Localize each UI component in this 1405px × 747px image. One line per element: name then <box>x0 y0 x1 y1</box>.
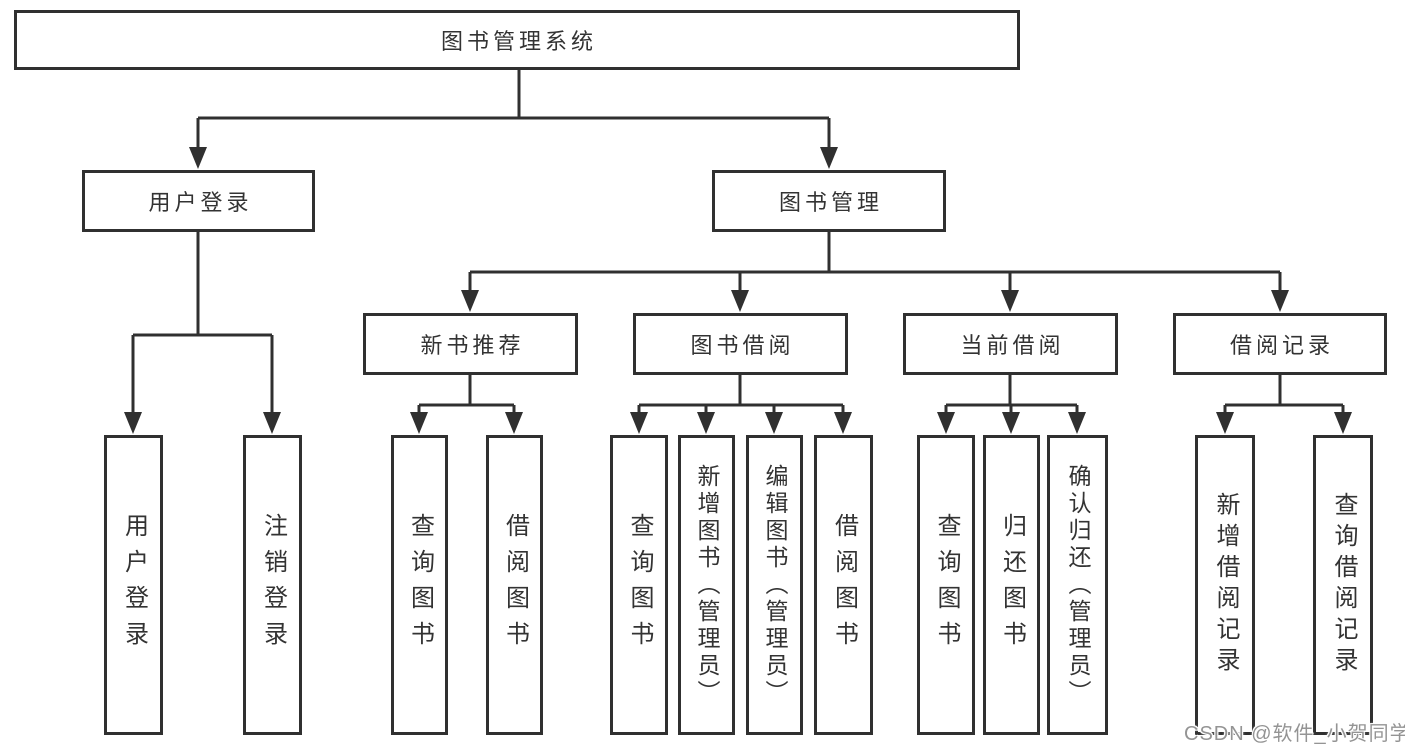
leaf-query-books-borrowing: 查询图书 <box>610 435 668 735</box>
leaf-user-login: 用户登录 <box>104 435 163 735</box>
node-label: 当前借阅 <box>960 333 1065 358</box>
leaf-query-books-current: 查询图书 <box>917 435 975 735</box>
node-label: 图书管理 <box>778 190 883 215</box>
node-label: 查询借阅记录 <box>1330 492 1357 678</box>
leaf-confirm-return-admin: 确认归还（管理员） <box>1047 435 1108 735</box>
node-label: 新书推荐 <box>420 333 525 358</box>
node-label: 编辑图书（管理员） <box>762 463 788 707</box>
node-current-borrowing: 当前借阅 <box>903 313 1118 375</box>
node-library-management-system: 图书管理系统 <box>14 10 1020 70</box>
node-label: 借阅图书 <box>501 513 529 657</box>
leaf-add-books-admin: 新增图书（管理员） <box>678 435 735 735</box>
arrowhead-icons <box>124 147 1352 434</box>
node-label: 用户登录 <box>148 190 253 215</box>
node-label: 图书管理系统 <box>440 29 597 54</box>
node-label: 用户登录 <box>120 513 148 657</box>
node-label: 查询图书 <box>933 513 960 657</box>
node-user-login: 用户登录 <box>82 170 315 232</box>
node-label: 查询图书 <box>406 513 434 657</box>
leaf-borrow-books: 借阅图书 <box>814 435 873 735</box>
leaf-query-books-recommendation: 查询图书 <box>391 435 448 735</box>
node-label: 查询图书 <box>626 513 653 657</box>
node-book-management: 图书管理 <box>712 170 946 232</box>
leaf-add-borrow-record: 新增借阅记录 <box>1195 435 1255 735</box>
csdn-watermark: CSDN @软件_小贺同学 <box>1184 723 1405 745</box>
node-borrowing-records: 借阅记录 <box>1173 313 1387 375</box>
leaf-borrow-books-recommendation: 借阅图书 <box>486 435 543 735</box>
node-label: 借阅记录 <box>1229 333 1334 358</box>
node-label: 归还图书 <box>998 513 1026 657</box>
leaf-return-books: 归还图书 <box>983 435 1040 735</box>
node-label: 新增借阅记录 <box>1212 492 1239 678</box>
tree-edges <box>131 70 1345 413</box>
node-label: 借阅图书 <box>830 513 858 657</box>
leaf-edit-books-admin: 编辑图书（管理员） <box>746 435 803 735</box>
node-label: 确认归还（管理员） <box>1065 463 1091 707</box>
node-label: 新增图书（管理员） <box>694 463 720 707</box>
node-label: 图书借阅 <box>690 333 795 358</box>
node-new-book-recommendation: 新书推荐 <box>363 313 578 375</box>
node-label: 注销登录 <box>259 513 287 657</box>
leaf-query-borrow-record: 查询借阅记录 <box>1313 435 1373 735</box>
node-book-borrowing: 图书借阅 <box>633 313 848 375</box>
leaf-logout: 注销登录 <box>243 435 302 735</box>
